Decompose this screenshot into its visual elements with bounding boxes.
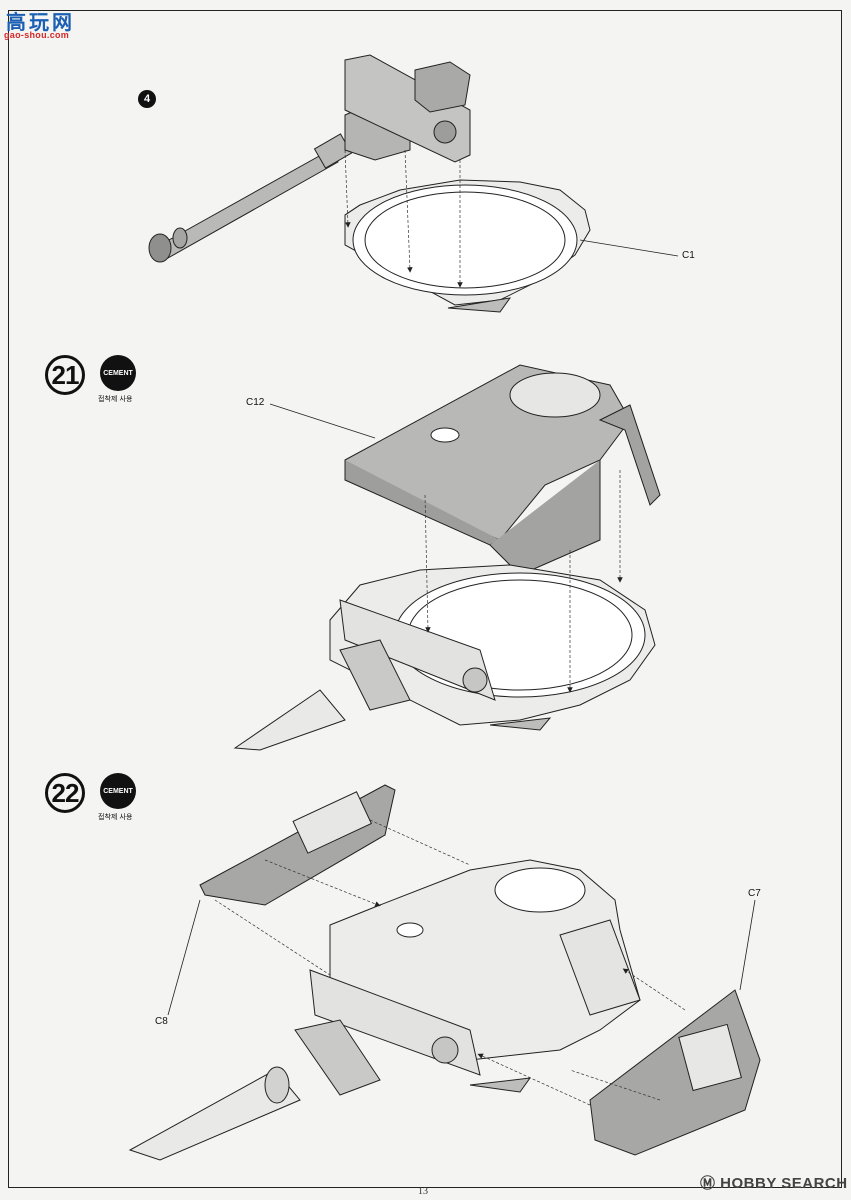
part-label-c7: C7	[748, 888, 761, 899]
substep-4-badge: 4	[138, 90, 156, 108]
site-logo-title: 高玩网	[6, 10, 75, 34]
turret-assembly-step22	[128, 859, 641, 1161]
cement-icon-step21: CEMENT	[100, 355, 136, 391]
part-label-c8: C8	[155, 1016, 168, 1027]
page-border	[8, 10, 842, 1188]
hobby-search-watermark: Ⓜ HOBBY SEARCH	[700, 1175, 848, 1192]
cement-note-step22: 접착제 사용	[98, 813, 133, 821]
turret-roof-c12	[344, 364, 661, 576]
site-logo-url: gao-shou.com	[4, 30, 70, 40]
step-22-number: 22	[45, 773, 85, 813]
part-label-c1: C1	[682, 250, 695, 261]
gun-mantlet	[344, 54, 471, 163]
turret-ring-step4	[344, 179, 591, 313]
side-plate-c8	[199, 784, 396, 906]
turret-hull-step21	[233, 564, 656, 751]
step-21-number: 21	[45, 355, 85, 395]
part-label-c12: C12	[246, 397, 265, 408]
gun-barrel	[148, 133, 353, 263]
site-logo: 高玩网 gao-shou.com	[4, 4, 84, 40]
cement-icon-step22: CEMENT	[100, 773, 136, 809]
cement-note-step21: 접착제 사용	[98, 395, 133, 403]
page-number: 13	[418, 1186, 428, 1197]
side-plate-c7	[589, 989, 761, 1156]
